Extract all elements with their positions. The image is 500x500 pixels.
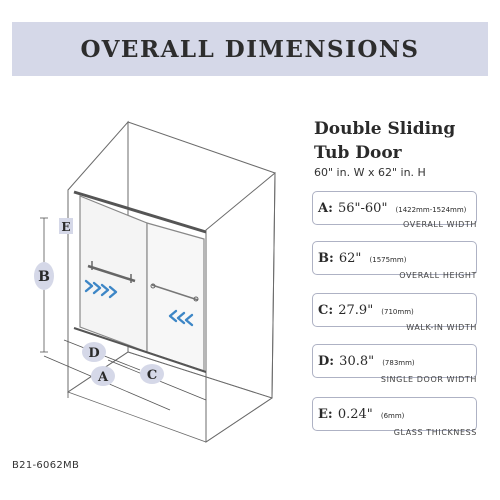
spec-value: 0.24" — [337, 407, 373, 422]
bottom-track — [73, 327, 207, 373]
spec-value: 30.8" — [339, 354, 375, 369]
product-title: Double Sliding Tub Door — [314, 117, 494, 165]
spec-mm: (1575mm) — [369, 256, 407, 264]
marker-c: C — [140, 364, 164, 384]
spec-label-d: SINGLE DOOR WIDTH — [380, 375, 477, 384]
right-towel-bar — [151, 284, 199, 301]
product-title-line-1: Double Sliding — [314, 119, 456, 139]
marker-c-label: C — [147, 368, 157, 383]
spec-letter: C: — [318, 303, 334, 318]
spec-card-d: D: 30.8" (783mm) — [312, 344, 477, 378]
product-size: 60" in. W x 62" in. H — [314, 166, 426, 179]
towel-bar — [87, 264, 136, 283]
marker-a-label: A — [97, 370, 109, 385]
top-track — [73, 190, 207, 234]
right-handle-2 — [193, 296, 199, 302]
spec-label-e: GLASS THICKNESS — [393, 428, 477, 437]
marker-a: A — [91, 366, 115, 386]
spec-card-b: B: 62" (1575mm) — [312, 241, 477, 275]
spec-label-c: WALK-IN WIDTH — [406, 323, 477, 332]
spec-mm: (6mm) — [380, 412, 405, 420]
spec-letter: D: — [318, 354, 335, 369]
spec-mm: (783mm) — [382, 359, 415, 367]
spec-letter: E: — [318, 407, 333, 422]
spec-label-a: OVERALL WIDTH — [403, 220, 477, 229]
marker-d-label: D — [88, 346, 99, 361]
page-title: OVERALL DIMENSIONS — [80, 35, 420, 63]
spec-value: 27.9" — [338, 303, 374, 318]
marker-b-label: B — [38, 269, 50, 285]
spec-letter: A: — [318, 201, 333, 216]
spec-card-c: C: 27.9" (710mm) — [312, 293, 477, 327]
marker-e-label: E — [61, 220, 70, 234]
right-frame — [205, 171, 276, 443]
door-panels — [73, 190, 207, 373]
right-handle-1 — [150, 283, 156, 289]
model-number: B21-6062MB — [12, 460, 80, 471]
spec-value: 62" — [338, 251, 362, 266]
spec-label-b: OVERALL HEIGHT — [399, 271, 477, 280]
spec-letter: B: — [318, 251, 334, 266]
marker-b: B — [34, 262, 54, 290]
spec-card-a: A: 56"-60" (1422mm-1524mm) — [312, 191, 477, 225]
slide-arrows-left — [168, 309, 194, 327]
header-banner: OVERALL DIMENSIONS — [12, 22, 488, 76]
marker-d: D — [82, 342, 106, 362]
marker-e: E — [59, 218, 73, 234]
tub-floor — [67, 351, 273, 443]
spec-card-e: E: 0.24" (6mm) — [312, 397, 477, 431]
slide-arrows-right — [84, 279, 118, 299]
spec-mm: (710mm) — [381, 308, 414, 316]
product-title-line-2: Tub Door — [314, 143, 402, 163]
spec-mm: (1422mm-1524mm) — [395, 206, 467, 214]
spec-value: 56"-60" — [337, 201, 388, 216]
